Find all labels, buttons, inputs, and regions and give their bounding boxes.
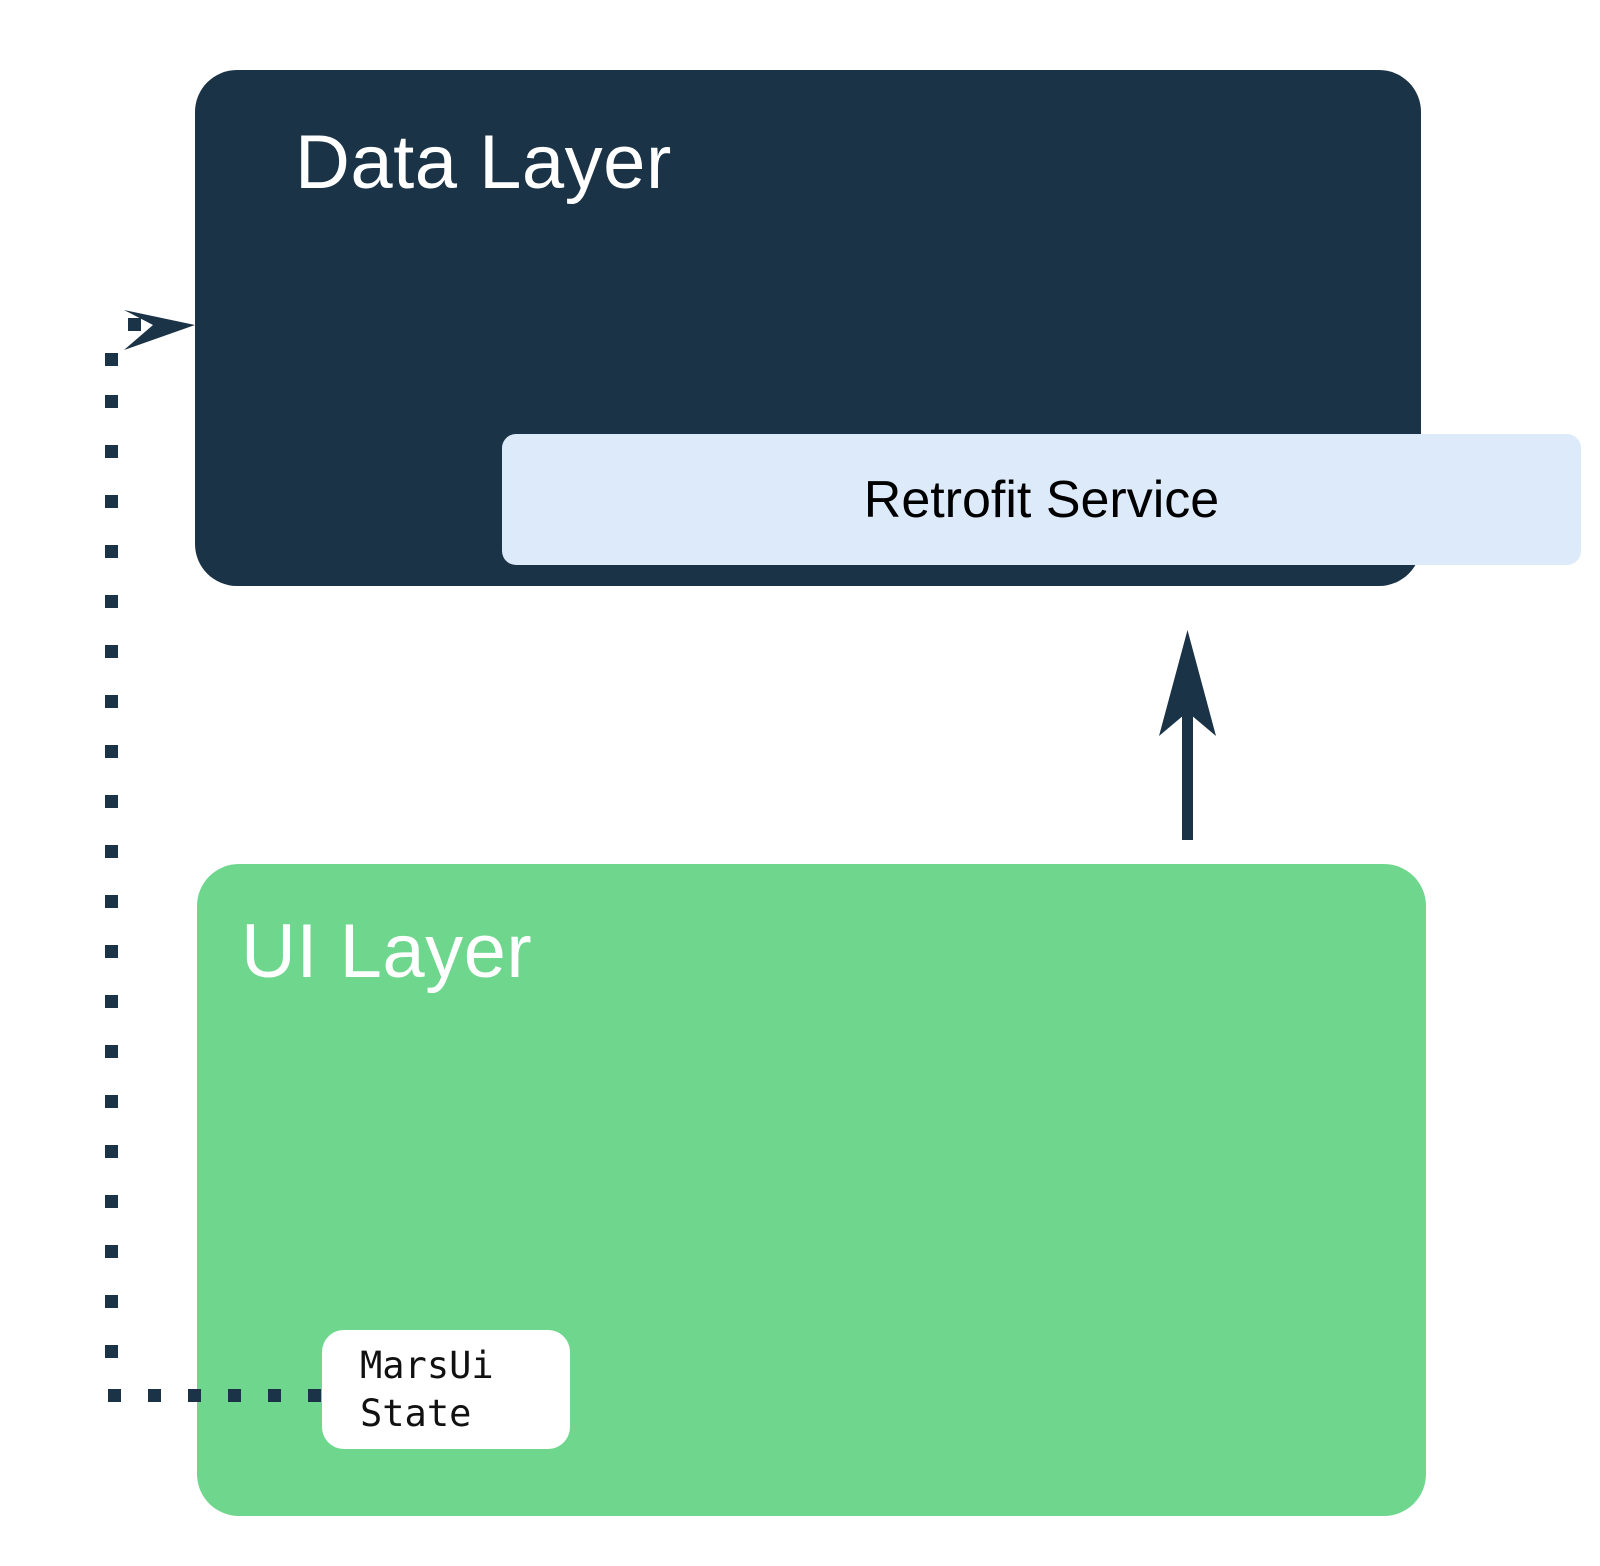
mars-ui-state-line-1: MarsUi <box>360 1344 494 1388</box>
mars-ui-state-callout: MarsUi State <box>322 1330 570 1449</box>
retrofit-service-label: Retrofit Service <box>863 470 1220 529</box>
data-layer-title: Data Layer <box>295 120 672 205</box>
ui-layer-title: UI Layer <box>241 909 533 994</box>
mars-ui-state-line-2: State <box>360 1391 472 1435</box>
solid-arrow-viewmodel-to-data <box>1159 630 1216 840</box>
data-layer-container: Data Layer Retrofit Service <box>195 70 1581 586</box>
retrofit-service-box: Retrofit Service <box>502 434 1581 565</box>
